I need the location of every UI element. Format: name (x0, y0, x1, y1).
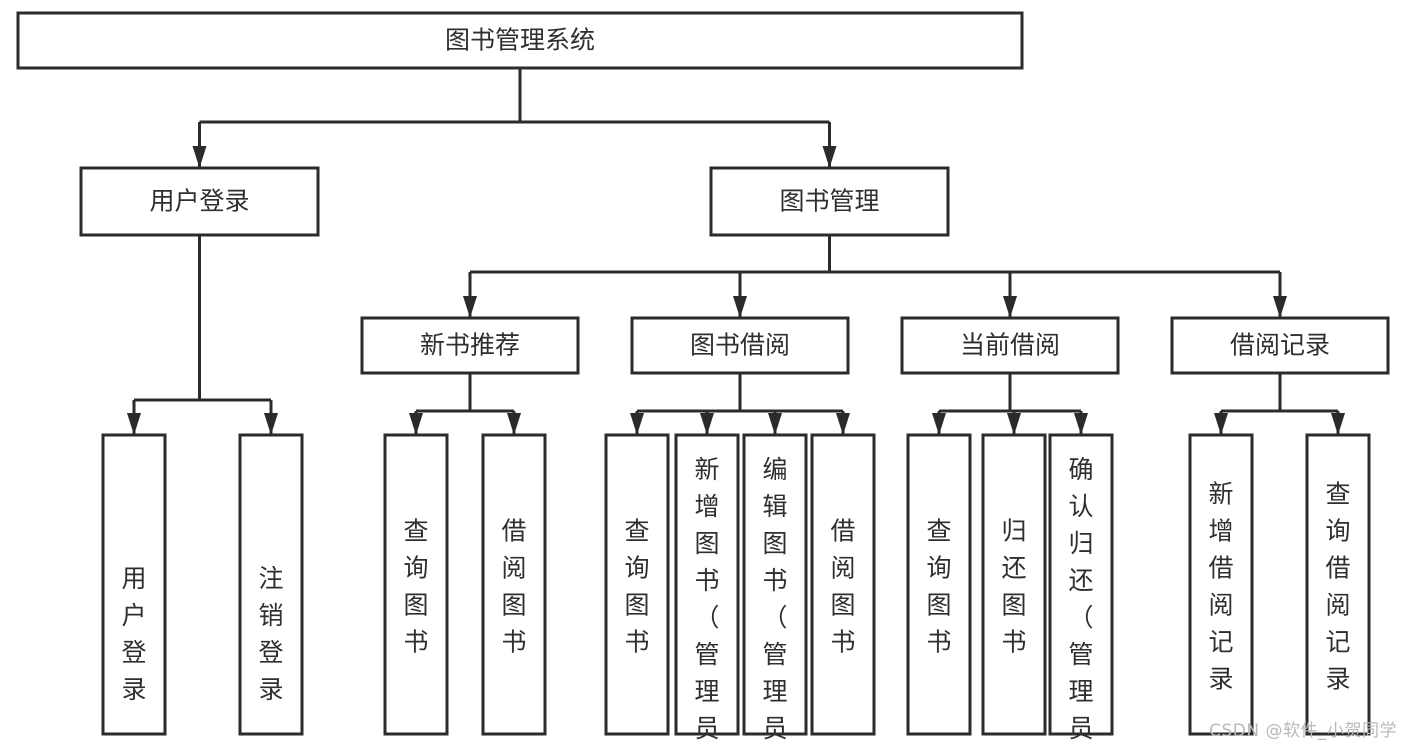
leaf-box[interactable] (604, 433, 670, 736)
leaf-label: 查询借阅记录 (1325, 479, 1350, 693)
arrow-head (1003, 296, 1017, 318)
node-book-borrow[interactable]: 图书借阅 (630, 316, 850, 375)
leaf-box[interactable] (101, 433, 167, 736)
leaf-box[interactable] (481, 433, 547, 736)
node-box[interactable] (360, 316, 580, 375)
arrow-head (192, 146, 207, 168)
leaf-box[interactable] (1048, 433, 1114, 736)
arrow-head (264, 413, 278, 435)
node-box[interactable] (900, 316, 1120, 375)
leaf-box[interactable] (742, 433, 808, 736)
node-leaf-add-record[interactable]: 新增借阅记录 (1188, 433, 1254, 736)
arrow-head (1331, 413, 1345, 435)
node-root-root[interactable]: 图书管理系统 (16, 11, 1024, 70)
leaf-box[interactable] (674, 433, 740, 736)
leaf-box[interactable] (981, 433, 1047, 736)
node-leaf-user-logout[interactable]: 注销登录 (238, 433, 304, 736)
node-label: 图书借阅 (690, 331, 790, 360)
node-box[interactable] (79, 166, 320, 237)
node-label: 图书管理 (779, 187, 879, 216)
leaf-label: 借阅图书 (501, 516, 526, 656)
node-leaf-edit-book[interactable]: 编辑图书（管理员） (742, 433, 808, 747)
leaf-box[interactable] (1188, 433, 1254, 736)
leaf-label: 归还图书 (1001, 516, 1026, 656)
arrow-head (1007, 413, 1021, 435)
leaf-label: 新增图书（管理员） (694, 455, 719, 747)
arrow-head (932, 413, 946, 435)
leaf-label: 查询图书 (403, 516, 428, 656)
leaf-box[interactable] (906, 433, 972, 736)
leaf-box[interactable] (238, 433, 304, 736)
leaf-label: 查询图书 (624, 516, 649, 656)
node-borrow-record[interactable]: 借阅记录 (1170, 316, 1390, 375)
node-new-book-recommend[interactable]: 新书推荐 (360, 316, 580, 375)
node-label: 新书推荐 (420, 331, 520, 360)
node-leaf-query-record[interactable]: 查询借阅记录 (1305, 433, 1371, 736)
arrow-head (1214, 413, 1228, 435)
node-leaf-borrow-book-1[interactable]: 借阅图书 (481, 433, 547, 736)
node-label: 图书管理系统 (445, 26, 595, 55)
node-label: 当前借阅 (960, 331, 1060, 360)
arrow-head (127, 413, 141, 435)
node-layer: 图书管理系统用户登录图书管理新书推荐图书借阅当前借阅借阅记录用户登录注销登录查询… (16, 11, 1390, 747)
connector-layer (127, 68, 1345, 435)
leaf-box[interactable] (810, 433, 876, 736)
node-leaf-borrow-book-2[interactable]: 借阅图书 (810, 433, 876, 736)
node-box[interactable] (16, 11, 1024, 70)
node-book-manage[interactable]: 图书管理 (709, 166, 950, 237)
leaf-label: 注销登录 (258, 564, 283, 704)
node-leaf-query-book-2[interactable]: 查询图书 (604, 433, 670, 736)
node-leaf-return-book[interactable]: 归还图书 (981, 433, 1047, 736)
arrow-head (630, 413, 644, 435)
leaf-box[interactable] (1305, 433, 1371, 736)
leaf-label: 借阅图书 (830, 516, 855, 656)
node-leaf-add-book[interactable]: 新增图书（管理员） (674, 433, 740, 747)
leaf-label: 新增借阅记录 (1208, 479, 1233, 693)
node-current-borrow[interactable]: 当前借阅 (900, 316, 1120, 375)
node-leaf-user-login[interactable]: 用户登录 (101, 433, 167, 736)
leaf-label: 查询图书 (926, 516, 951, 656)
leaf-box[interactable] (383, 433, 449, 736)
arrow-head (822, 146, 837, 168)
node-leaf-query-book-1[interactable]: 查询图书 (383, 433, 449, 736)
arrow-head (463, 296, 477, 318)
node-box[interactable] (709, 166, 950, 237)
leaf-label: 编辑图书（管理员） (762, 455, 787, 747)
arrow-head (733, 296, 747, 318)
arrow-head (836, 413, 850, 435)
node-leaf-query-book-3[interactable]: 查询图书 (906, 433, 972, 736)
arrow-head (1273, 296, 1287, 318)
arrow-head (507, 413, 521, 435)
node-box[interactable] (1170, 316, 1390, 375)
arrow-head (768, 413, 782, 435)
leaf-label: 确认归还（管理员） (1068, 455, 1093, 747)
node-user-login[interactable]: 用户登录 (79, 166, 320, 237)
arrow-head (1074, 413, 1088, 435)
node-label: 用户登录 (149, 187, 249, 216)
node-leaf-confirm-return[interactable]: 确认归还（管理员） (1048, 433, 1114, 747)
node-label: 借阅记录 (1230, 331, 1330, 360)
arrow-head (700, 413, 714, 435)
arrow-head (409, 413, 423, 435)
csdn-watermark: CSDN @软件_小贺同学 (1209, 721, 1397, 741)
leaf-label: 用户登录 (121, 564, 146, 704)
node-box[interactable] (630, 316, 850, 375)
